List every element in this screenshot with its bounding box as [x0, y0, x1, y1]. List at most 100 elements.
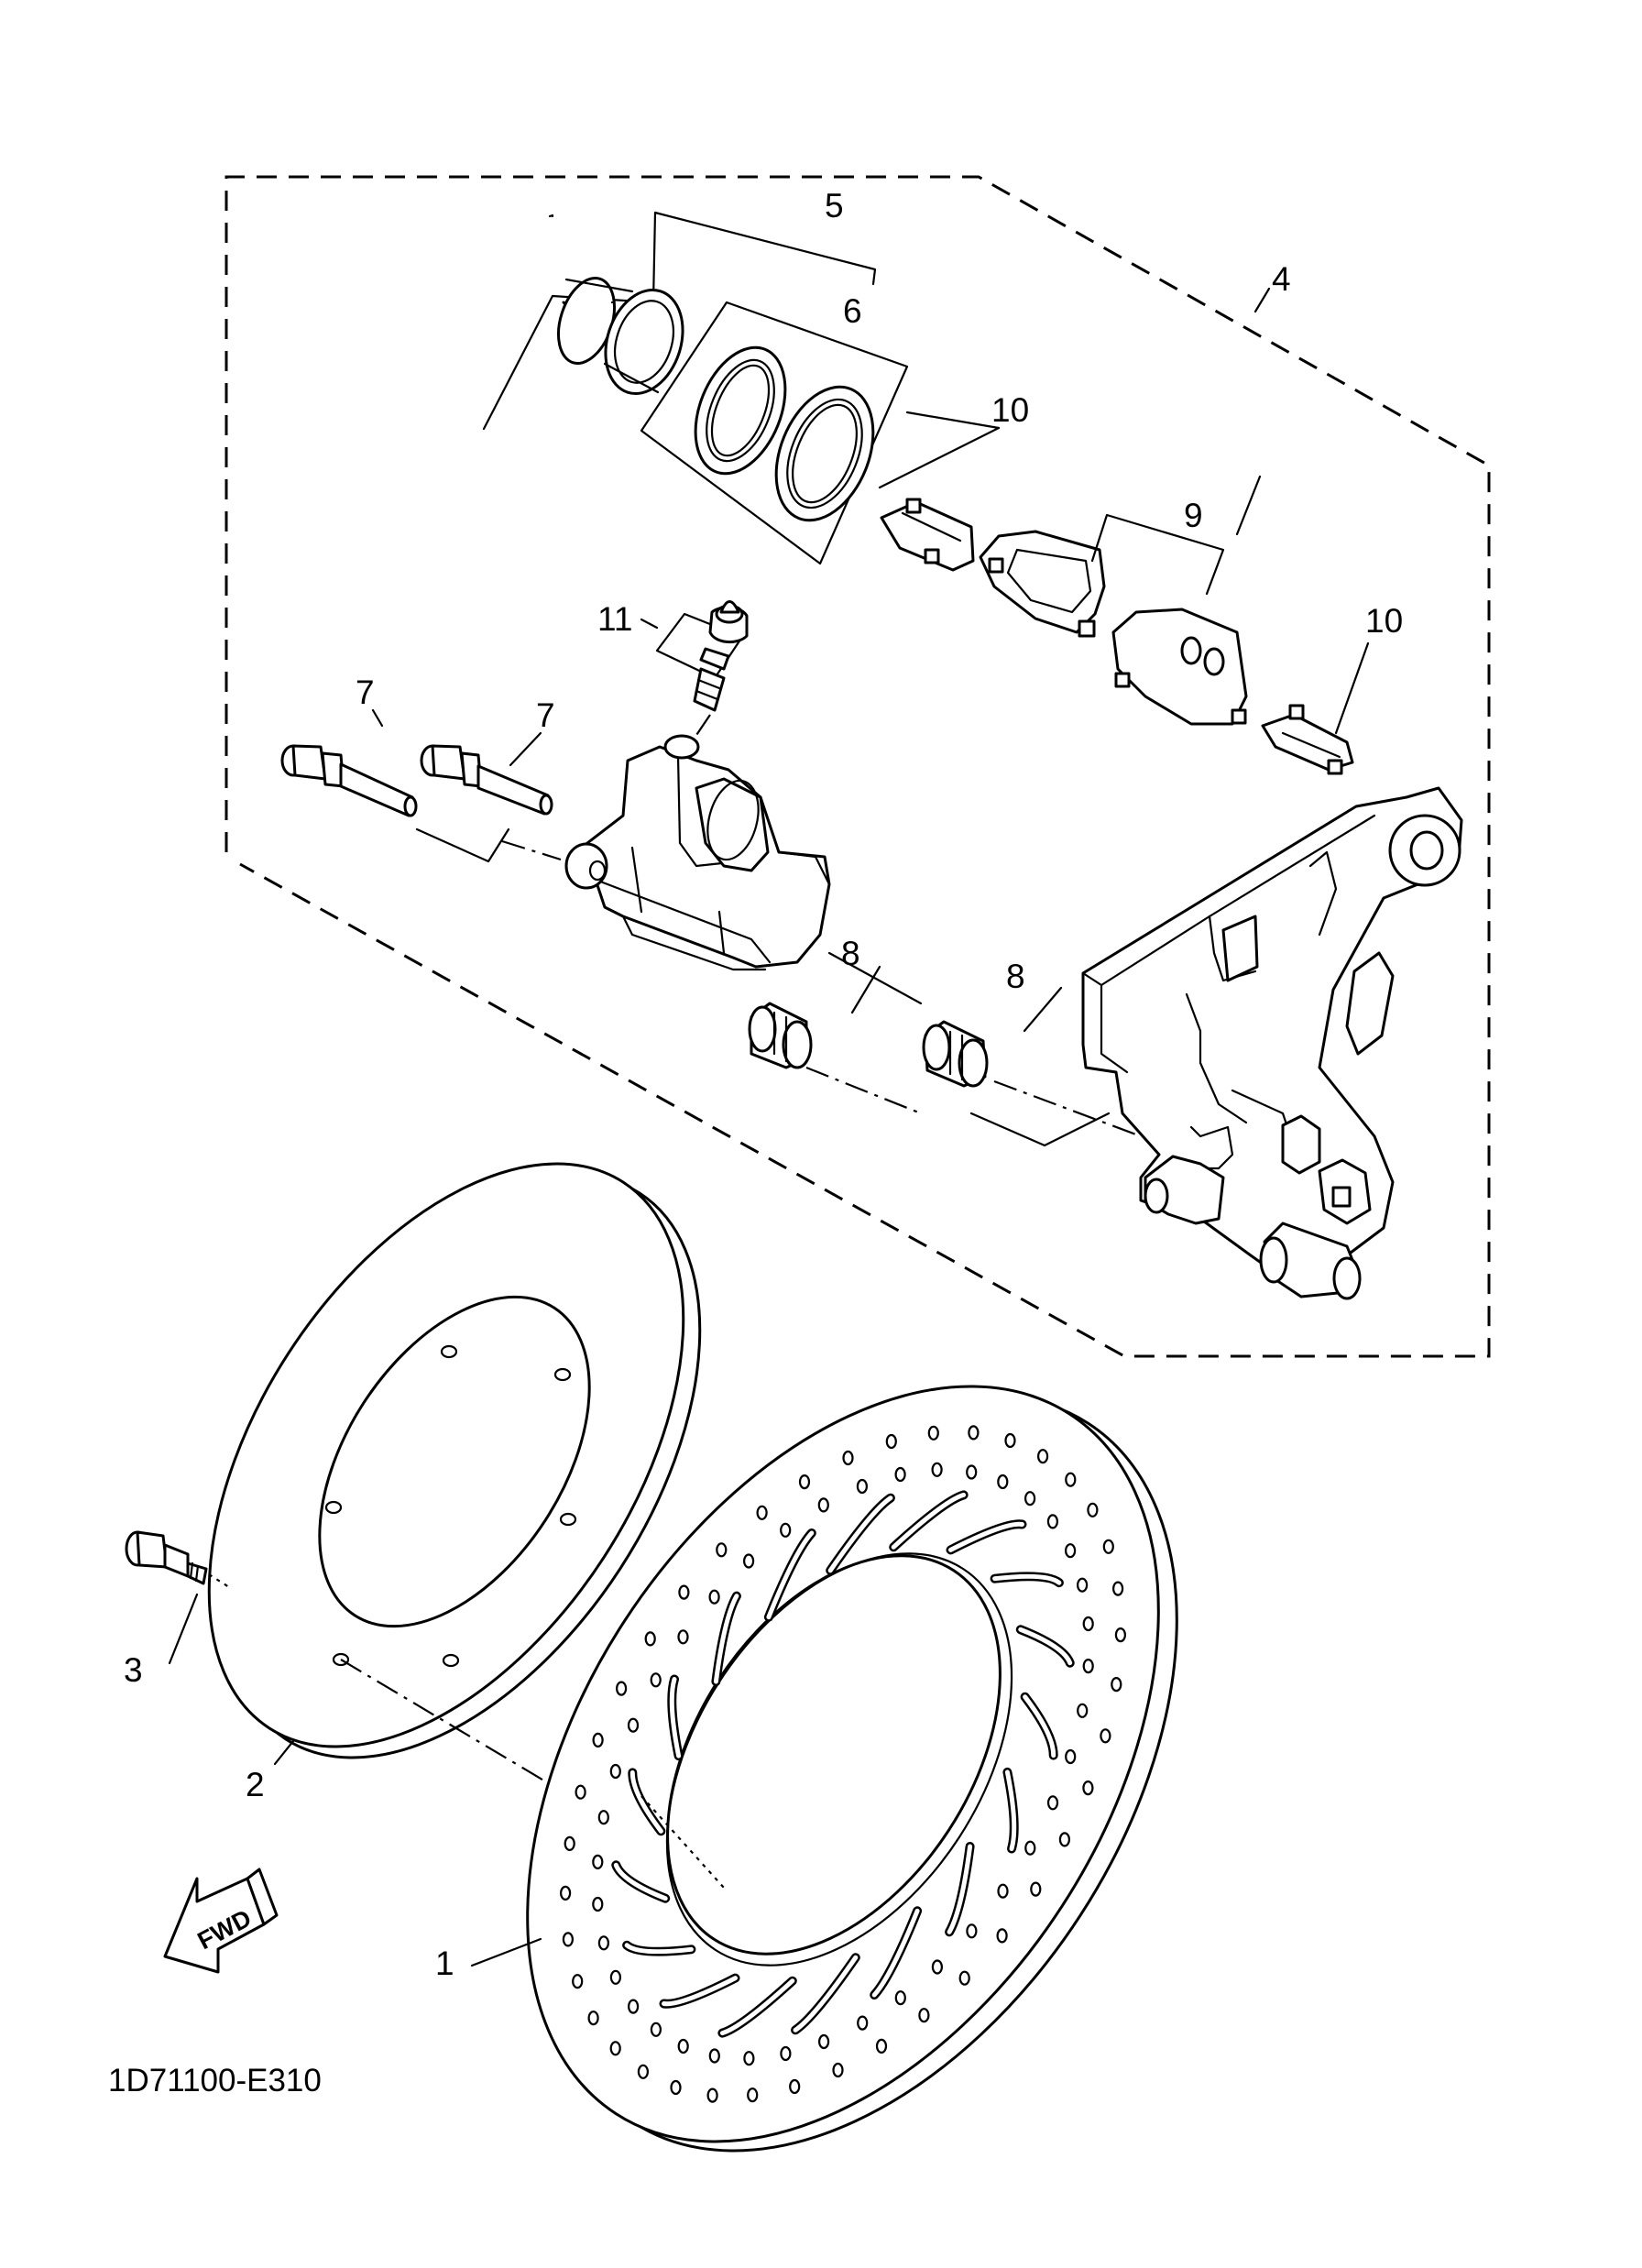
disc-hole — [1082, 1658, 1094, 1674]
disc-hole — [832, 2062, 844, 2078]
callout-8a: 8 — [841, 935, 860, 972]
disc-hole — [609, 2041, 621, 2056]
disc-slot — [948, 1521, 1024, 1552]
disc-hole — [1064, 1543, 1077, 1559]
bleed-screw-group — [655, 600, 749, 752]
disc-hole — [592, 1896, 604, 1912]
disc-hole — [1076, 1577, 1089, 1593]
disc-hole — [650, 2021, 662, 2037]
disc-hole — [894, 1990, 906, 2006]
disc-hole — [875, 2038, 888, 2054]
disc-hole — [931, 1959, 944, 1975]
disc-hole — [677, 1629, 689, 1645]
disc-slot — [1018, 1627, 1073, 1666]
disc-hole — [572, 1974, 584, 1989]
disc-hole — [706, 2087, 718, 2103]
callout-5: 5 — [825, 187, 844, 225]
pad-shim-left — [880, 498, 975, 572]
disc-hole — [1058, 1832, 1071, 1847]
disc-slot — [1023, 1694, 1056, 1759]
disc-hole — [1065, 1748, 1077, 1765]
disc-slot — [891, 1492, 967, 1550]
disc-slot — [992, 1573, 1062, 1585]
disc-hole — [857, 2015, 869, 2031]
diagram-code: 1D71100-E310 — [108, 2063, 322, 2098]
disc-hole — [597, 1935, 610, 1951]
brake-disc — [526, 1385, 1178, 2153]
slide-pins-bracket — [415, 827, 510, 863]
disc-hole — [780, 1522, 792, 1538]
disc-hole — [966, 1923, 978, 1939]
disc-hole — [627, 1717, 640, 1733]
disc-slot — [871, 1908, 920, 1998]
disc-hole — [678, 1584, 690, 1600]
disc-hole — [1082, 1780, 1094, 1796]
disc-hole — [1114, 1627, 1127, 1643]
disc-slot — [947, 1844, 973, 1934]
disc-slot — [793, 1955, 859, 2032]
disc-hole — [958, 1970, 970, 1986]
disc-hole — [927, 1425, 939, 1441]
piston-group — [482, 211, 909, 565]
pads-bracket — [1090, 513, 1225, 596]
disc-hole — [894, 1466, 906, 1483]
disc-slot — [613, 1862, 668, 1901]
disc-holes — [559, 1425, 1127, 2103]
seals-bracket — [640, 301, 909, 565]
dust-seal — [774, 385, 875, 522]
disc-slot — [624, 1943, 694, 1955]
disc-cooling-slots — [611, 1490, 1075, 2038]
disc-hole — [650, 1672, 662, 1688]
disc-hole — [644, 1631, 656, 1647]
bleed-screw — [693, 647, 730, 712]
boot-left — [748, 1002, 813, 1069]
disc-hole — [1100, 1728, 1111, 1744]
callout-11: 11 — [597, 600, 632, 638]
bleed-screw-cap — [708, 600, 749, 644]
brake-pad-left — [979, 530, 1106, 638]
boot-right — [922, 1020, 989, 1088]
disc-hole — [564, 1835, 575, 1852]
disc-hole — [1102, 1539, 1114, 1554]
disc-bolt — [125, 1530, 208, 1585]
disc-hole — [747, 2087, 759, 2103]
disc-hole — [562, 1932, 575, 1947]
disc-hole — [708, 2048, 720, 2064]
caliper-assembly-boundary — [224, 175, 1491, 1358]
disc-hub-plate — [207, 1162, 702, 1759]
caliper-body — [564, 734, 831, 971]
disc-hole — [670, 2079, 682, 2096]
disc-slot — [827, 1496, 893, 1573]
disc-hole — [1030, 1881, 1042, 1897]
disc-hole — [677, 2038, 689, 2054]
disc-hole — [575, 1784, 586, 1800]
disc-hole — [1046, 1514, 1059, 1529]
disc-hole — [789, 2078, 801, 2095]
disc-hole — [798, 1474, 811, 1490]
disc-hole — [743, 2051, 755, 2066]
callout-10b: 10 — [1365, 602, 1403, 640]
boots-bracket — [969, 1112, 1111, 1147]
disc-hole — [708, 1589, 720, 1605]
disc-hole — [997, 1474, 1009, 1490]
disc-hole — [1111, 1676, 1122, 1693]
disc-hole — [1087, 1502, 1099, 1517]
callout-3: 3 — [124, 1651, 143, 1689]
disc-hole — [587, 2011, 599, 2026]
callout-8b: 8 — [1006, 958, 1025, 995]
callout-10a: 10 — [991, 391, 1029, 429]
disc-slot — [719, 1978, 795, 2036]
disc-hole — [597, 1810, 609, 1825]
disc-hole — [817, 2033, 830, 2050]
disc-hole — [1024, 1840, 1036, 1856]
disc-hole — [1004, 1432, 1016, 1449]
disc-hole — [1036, 1449, 1049, 1464]
pad-shim-right — [1261, 704, 1354, 775]
disc-hole — [996, 1928, 1008, 1944]
caliper-bracket — [1081, 786, 1463, 1300]
disc-hole — [627, 1999, 640, 2014]
piston — [557, 277, 684, 396]
disc-slot — [669, 1677, 682, 1759]
disc-hole — [931, 1462, 943, 1477]
